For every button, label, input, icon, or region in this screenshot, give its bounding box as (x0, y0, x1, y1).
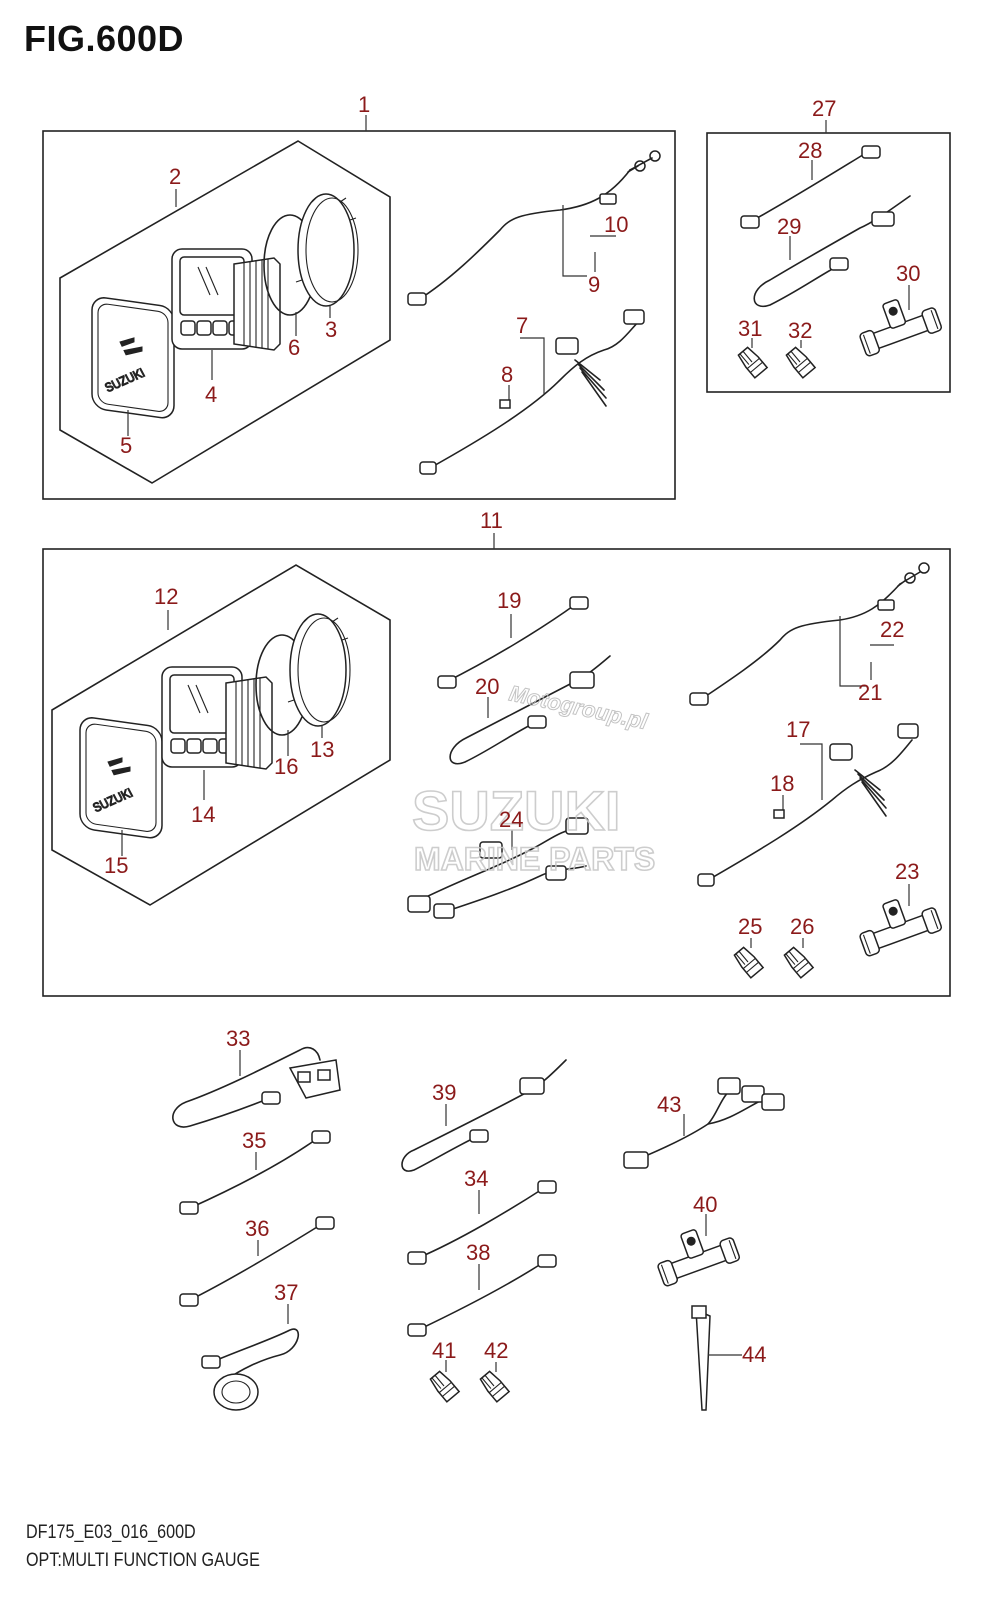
callout-33: 33 (226, 1026, 250, 1051)
box-27-outline (706, 132, 951, 393)
lock-nut (295, 193, 359, 307)
terminator-26 (782, 945, 814, 979)
t-connector-30 (851, 287, 944, 358)
callout-37: 37 (274, 1280, 298, 1305)
y-harness-43 (635, 1089, 731, 1161)
callout-19: 19 (497, 588, 521, 613)
callout-38: 38 (466, 1240, 490, 1265)
callout-7: 7 (516, 313, 528, 338)
callout-28: 28 (798, 138, 822, 163)
callout-35: 35 (242, 1128, 266, 1153)
callout-29: 29 (777, 214, 801, 239)
adapter-harness-24 (419, 827, 581, 901)
callout-39: 39 (432, 1080, 456, 1105)
gauge-harness-2 (707, 739, 913, 881)
backbone-cable-28 (749, 152, 867, 223)
callout-24: 24 (499, 807, 523, 832)
box-1-outline (42, 130, 676, 500)
terminator-42 (478, 1369, 510, 1403)
box-11-outline (42, 548, 951, 997)
callout-8: 8 (501, 362, 513, 387)
callout-27: 27 (812, 96, 836, 121)
backbone-cable-34 (417, 1187, 545, 1259)
callout-labels: 1 2 3 4 5 6 7 8 9 10 11 12 13 14 15 16 1… (104, 92, 920, 1367)
callout-11: 11 (480, 508, 503, 533)
bezel-cover-2: SUZUKI (79, 715, 163, 841)
callout-26: 26 (790, 914, 814, 939)
watermark-line2: MARINE PARTS (414, 841, 655, 877)
callout-40: 40 (693, 1192, 717, 1217)
backbone-cable-35 (189, 1137, 319, 1209)
callout-18: 18 (770, 771, 794, 796)
callout-14: 14 (191, 802, 215, 827)
terminator-25 (732, 945, 764, 979)
callout-15: 15 (104, 853, 128, 878)
callout-22: 22 (880, 617, 904, 642)
round-sensor (213, 1373, 259, 1411)
callout-41: 41 (432, 1338, 456, 1363)
callout-42: 42 (484, 1338, 508, 1363)
gauge-kit-panel-2 (51, 564, 391, 906)
callout-1: 1 (358, 92, 370, 117)
callout-17: 17 (786, 717, 810, 742)
terminator-31 (736, 345, 768, 379)
power-harness-2 (699, 583, 901, 701)
callout-6: 6 (288, 335, 300, 360)
callout-20: 20 (475, 674, 499, 699)
sensor-cable-33 (172, 1046, 321, 1128)
callout-44: 44 (742, 1342, 766, 1367)
callout-43: 43 (657, 1092, 681, 1117)
fuse-holder (499, 399, 511, 409)
cable-tie-44 (695, 1308, 711, 1411)
watermark: SUZUKI MARINE PARTS Motogroup.pl (411, 680, 656, 878)
callout-36: 36 (245, 1216, 269, 1241)
bezel-cover: SUZUKI (91, 295, 175, 421)
callout-34: 34 (464, 1166, 488, 1191)
callout-4: 4 (205, 382, 217, 407)
callout-13: 13 (310, 737, 334, 762)
t-connector-40 (649, 1217, 742, 1288)
sensor-cable-37 (211, 1328, 300, 1381)
callout-30: 30 (896, 261, 920, 286)
terminator-32 (784, 345, 816, 379)
callout-23: 23 (895, 859, 919, 884)
backbone-cable-19 (445, 603, 577, 683)
figure-code: DF175_E03_016_600D (26, 1522, 196, 1543)
backbone-cable-36 (189, 1223, 323, 1301)
fuse-holder-2 (773, 809, 785, 819)
power-harness (417, 169, 631, 301)
callout-5: 5 (120, 433, 132, 458)
lock-nut-2 (287, 613, 351, 727)
callout-2: 2 (169, 164, 181, 189)
backbone-cable-38 (417, 1261, 545, 1331)
harness-plug (407, 292, 427, 306)
callout-31: 31 (738, 316, 762, 341)
callout-25: 25 (738, 914, 762, 939)
callout-21: 21 (858, 680, 882, 705)
drop-cable-29 (753, 195, 911, 308)
gauge-harness (429, 319, 641, 469)
callout-16: 16 (274, 754, 298, 779)
figure-title: FIG.600D (24, 18, 185, 59)
callout-9: 9 (588, 272, 600, 297)
watermark-brand: SUZUKI (412, 779, 620, 842)
callout-32: 32 (788, 318, 812, 343)
drop-cable-39 (401, 1059, 567, 1172)
terminator-41 (428, 1369, 460, 1403)
figure-caption: OPT:MULTI FUNCTION GAUGE (26, 1550, 260, 1571)
callout-3: 3 (325, 317, 337, 342)
callout-12: 12 (154, 584, 178, 609)
callout-10: 10 (604, 212, 628, 237)
gauge-kit-panel (59, 140, 391, 484)
t-connector-23 (851, 887, 944, 958)
